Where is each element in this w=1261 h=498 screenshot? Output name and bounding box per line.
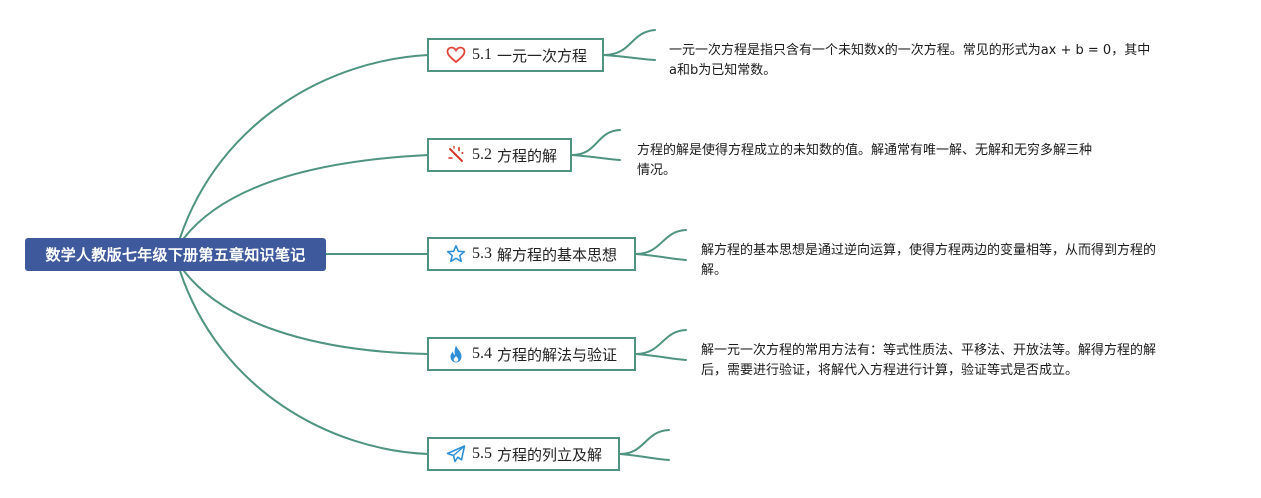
fire-icon xyxy=(446,344,466,364)
root-topic[interactable]: 数学人教版七年级下册第五章知识笔记 xyxy=(25,238,326,271)
topic-5-1[interactable]: 5.1 一元一次方程 xyxy=(427,38,604,72)
note-line: a和b为已知常数。 xyxy=(669,63,777,78)
note-line: 一元一次方程是指只含有一个未知数x的一次方程。常见的形式为ax + b = 0，… xyxy=(669,43,1151,58)
note-line: 方程的解是使得方程成立的未知数的值。解通常有唯一解、无解和无穷多解三种 xyxy=(637,143,1093,158)
heart-icon xyxy=(446,45,466,65)
note-5-3: 解方程的基本思想是通过逆向运算，使得方程两边的变量相等，从而得到方程的 解。 xyxy=(701,241,1156,281)
paper-plane-icon xyxy=(446,444,466,464)
note-5-1: 一元一次方程是指只含有一个未知数x的一次方程。常见的形式为ax + b = 0，… xyxy=(669,41,1150,81)
topic-number: 5.5 xyxy=(472,445,492,462)
topic-label: 方程的解法与验证 xyxy=(497,345,618,364)
topic-5-2[interactable]: 5.2 方程的解 xyxy=(427,138,572,172)
note-line: 情况。 xyxy=(637,163,677,178)
topic-label: 方程的列立及解 xyxy=(497,445,603,464)
topic-label: 一元一次方程 xyxy=(497,46,588,65)
topic-label: 解方程的基本思想 xyxy=(497,245,618,264)
topic-5-3[interactable]: 5.3 解方程的基本思想 xyxy=(427,237,636,271)
topic-5-5[interactable]: 5.5 方程的列立及解 xyxy=(427,437,620,471)
note-line: 后，需要进行验证，将解代入方程进行计算，验证等式是否成立。 xyxy=(701,363,1079,378)
magic-wand-icon xyxy=(446,145,466,165)
note-line: 解一元一次方程的常用方法有：等式性质法、平移法、开放法等。解得方程的解 xyxy=(701,343,1157,358)
star-icon xyxy=(446,244,466,264)
topic-number: 5.4 xyxy=(472,345,492,362)
topic-5-4[interactable]: 5.4 方程的解法与验证 xyxy=(427,337,636,371)
topic-number: 5.2 xyxy=(472,146,492,163)
root-title: 数学人教版七年级下册第五章知识笔记 xyxy=(45,246,306,264)
note-5-4: 解一元一次方程的常用方法有：等式性质法、平移法、开放法等。解得方程的解 后，需要… xyxy=(701,341,1156,381)
note-line: 解方程的基本思想是通过逆向运算，使得方程两边的变量相等，从而得到方程的 xyxy=(701,243,1157,258)
topic-number: 5.3 xyxy=(472,245,492,262)
topic-label: 方程的解 xyxy=(497,146,558,165)
note-5-2: 方程的解是使得方程成立的未知数的值。解通常有唯一解、无解和无穷多解三种 情况。 xyxy=(637,141,1092,181)
note-line: 解。 xyxy=(701,263,728,278)
topic-number: 5.1 xyxy=(472,46,492,63)
